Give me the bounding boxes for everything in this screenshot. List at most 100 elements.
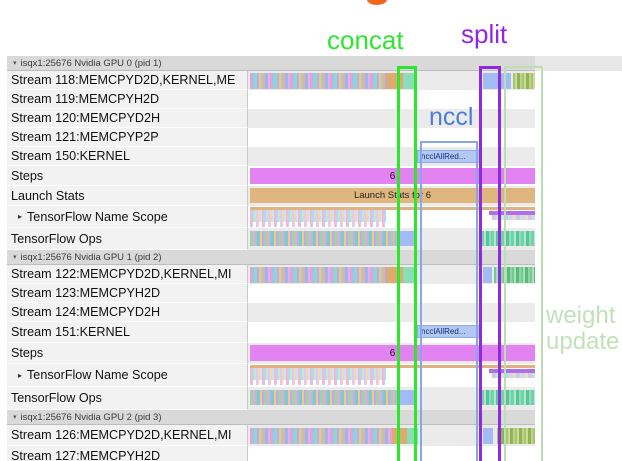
tf-ops-right-bar[interactable] [481,390,535,405]
trace-row: Steps 6 [7,343,535,364]
row-label-text: Stream 126:MEMCPYD2D,KERNEL,MI [11,428,232,442]
trace-row: Stream 122:MEMCPYD2D,KERNEL,MI [7,265,535,284]
timeline-track[interactable] [248,109,535,128]
steps-bar[interactable]: 6 [250,345,535,361]
trace-event-bar[interactable] [250,428,392,444]
trace-row: Stream 120:MEMCPYD2H [7,109,535,128]
row-label-text: Stream 124:MEMCPYD2H [11,305,161,319]
row-label-text: TensorFlow Name Scope [27,368,168,382]
row-label-text: Stream 127:MEMCPYH2D [11,449,161,461]
row-label-ns[interactable]: ▸ TensorFlow Name Scope [7,206,248,228]
timeline-track[interactable] [248,303,535,322]
tf-ops-bar[interactable] [250,231,400,246]
weight-update-annotation-label: weight update [546,303,619,355]
timeline-track[interactable] [248,364,535,387]
tf-ops-blue-bar[interactable] [400,390,414,405]
name-scope-right-stripes[interactable] [492,373,535,378]
nccl-annotation-box [420,141,478,461]
name-scope-parent-bar[interactable] [250,207,535,210]
trace-row: Stream 123:MEMCPYH2D [7,284,535,303]
trace-row: ▸ TensorFlow Name Scope [7,364,535,387]
timeline-track[interactable] [248,446,535,461]
steps-bar[interactable]: 6 [250,168,535,184]
header-extension [535,56,622,71]
concat-annotation-label: concat [327,25,404,55]
name-scope-right-stripes[interactable] [492,215,535,220]
name-scope-right-bar[interactable] [489,369,535,373]
row-label-text: Launch Stats [11,188,85,203]
tf-ops-right-bar[interactable] [481,231,535,246]
name-scope-flame-bar[interactable] [250,210,386,222]
collapse-triangle-icon[interactable]: ▾ [13,414,17,421]
concat-annotation-box [397,66,417,461]
timeline-track[interactable] [248,425,535,446]
expand-triangle-icon[interactable]: ▸ [18,370,23,380]
trace-event-bar[interactable] [497,428,535,444]
row-label-text: Steps [11,346,44,360]
timeline-track[interactable]: ncclAllRed... [248,322,535,343]
row-label-stream1: Stream 122:MEMCPYD2D,KERNEL,MI [7,265,248,284]
trace-event-bar[interactable] [483,267,492,283]
process-header[interactable]: ▾isqx1:25676 Nvidia GPU 0 (pid 1) [7,56,622,71]
name-scope-flame-fringe[interactable] [250,222,386,227]
name-scope-flame-fringe[interactable] [250,380,386,385]
timeline-track[interactable] [248,90,535,109]
trace-row: Stream 151:KERNEL ncclAllRed... [7,322,535,343]
timeline-track[interactable]: Launch Stats for 6 [248,186,535,206]
timeline-track[interactable] [248,228,535,250]
trace-row: Stream 150:KERNEL ncclAllRed... [7,147,535,166]
row-label-ns[interactable]: ▸ TensorFlow Name Scope [7,364,248,387]
row-label-empty: Stream 127:MEMCPYH2D [7,446,248,461]
row-label-ops: TensorFlow Ops [7,228,248,250]
timeline-track[interactable]: 6 [248,343,535,364]
collapse-triangle-icon[interactable]: ▾ [13,60,17,67]
tf-ops-bar[interactable] [250,390,400,405]
trace-event-bar[interactable] [407,428,418,444]
trace-row: ▸ TensorFlow Name Scope [7,206,535,228]
row-label-text: TensorFlow Name Scope [27,209,168,224]
row-label-text: Stream 123:MEMCPYH2D [11,286,161,300]
trace-row: TensorFlow Ops [7,387,535,410]
name-scope-flame-bar[interactable] [250,368,386,380]
trace-row: Launch Stats Launch Stats for 6 [7,186,535,206]
name-scope-parent-bar[interactable] [250,365,535,368]
process-header[interactable]: ▾isqx1:25676 Nvidia GPU 2 (pid 3) [7,410,535,425]
row-label-empty: Stream 123:MEMCPYH2D [7,284,248,303]
timeline-track[interactable]: 6 [248,166,535,186]
split-annotation-label: split [461,19,508,49]
process-header[interactable]: ▾isqx1:25676 Nvidia GPU 1 (pid 2) [7,250,535,265]
trace-event-bar[interactable] [250,267,386,283]
tf-ops-blue-bar[interactable] [400,231,414,246]
process-header-label: isqx1:25676 Nvidia GPU 2 (pid 3) [20,411,162,423]
trace-event-bar[interactable] [403,267,416,283]
name-scope-right-bar[interactable] [489,211,535,215]
launch-stats-bar[interactable]: Launch Stats for 6 [250,188,535,203]
trace-table: ▾isqx1:25676 Nvidia GPU 0 (pid 1)Stream … [7,56,622,461]
row-label-ncclk: Stream 150:KERNEL [7,147,248,166]
trace-row: TensorFlow Ops [7,228,535,250]
trace-event-bar[interactable] [483,428,493,444]
row-label-text: Stream 120:MEMCPYD2H [11,111,161,125]
row-label-text: TensorFlow Ops [11,391,102,405]
trace-row: Stream 119:MEMCPYH2D [7,90,535,109]
trace-event-bar[interactable] [513,73,535,89]
collapse-triangle-icon[interactable]: ▾ [13,254,17,261]
row-label-text: Stream 150:KERNEL [11,149,130,163]
update-line: update [546,328,620,355]
timeline-track[interactable] [248,206,535,228]
trace-event-bar[interactable] [403,73,417,89]
timeline-track[interactable]: ncclAllRed... [248,147,535,166]
timeline-track[interactable] [248,387,535,410]
row-label-empty: Stream 119:MEMCPYH2D [7,90,248,109]
row-label-stream0: Stream 118:MEMCPYD2D,KERNEL,ME [7,71,248,90]
trace-event-bar[interactable] [250,73,386,89]
row-label-text: Stream 122:MEMCPYD2D,KERNEL,MI [11,267,232,281]
row-label-text: Stream 119:MEMCPYH2D [11,92,160,106]
trace-row: Stream 126:MEMCPYD2D,KERNEL,MI [7,425,535,446]
row-label-ops: TensorFlow Ops [7,387,248,410]
expand-triangle-icon[interactable]: ▸ [18,212,23,221]
row-label-ncclk: Stream 151:KERNEL [7,322,248,343]
timeline-track[interactable] [248,284,535,303]
nccl-allreduce-bar[interactable]: ncclAllRed... [417,325,480,338]
